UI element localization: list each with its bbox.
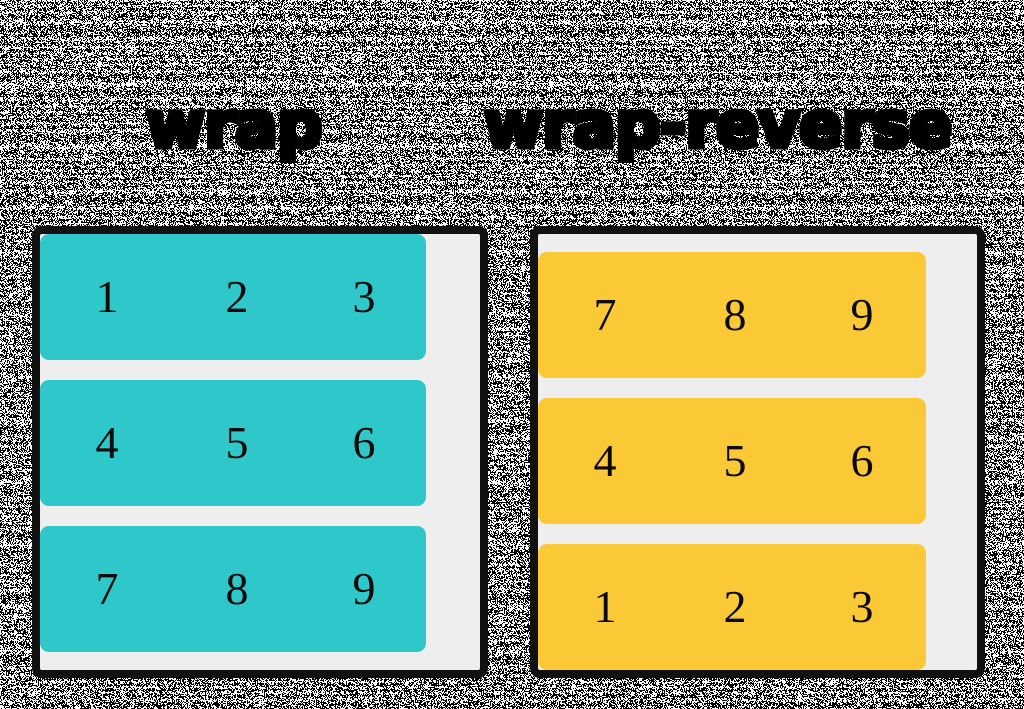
flex-item: 8 [225, 563, 249, 614]
flex-item: 9 [850, 289, 874, 340]
flex-item: 2 [225, 271, 249, 322]
flex-item: 6 [352, 417, 376, 468]
flex-line: 7 8 9 [40, 526, 426, 652]
panel-title-wrap: wrap [144, 89, 326, 163]
flex-item: 1 [95, 271, 119, 322]
panel-title-wrap-reverse: wrap-reverse [481, 89, 954, 163]
flex-item: 2 [723, 581, 747, 632]
flex-item: 8 [723, 289, 747, 340]
flex-item: 5 [225, 417, 249, 468]
flex-item: 7 [593, 289, 617, 340]
flex-line: 7 8 9 [538, 252, 926, 378]
flex-item: 7 [95, 563, 119, 614]
flex-line: 1 2 3 [40, 234, 426, 360]
flex-line: 4 5 6 [40, 380, 426, 506]
flex-container-wrap-reverse: 7 8 9 4 5 6 1 2 3 [530, 226, 985, 678]
flex-item: 1 [593, 581, 617, 632]
flex-line: 4 5 6 [538, 398, 926, 524]
flex-item: 4 [593, 435, 617, 486]
flex-item: 6 [850, 435, 874, 486]
flex-item: 3 [850, 581, 874, 632]
flex-line: 1 2 3 [538, 544, 926, 670]
flex-container-wrap: 1 2 3 4 5 6 7 8 9 [32, 226, 488, 678]
flex-item: 4 [95, 417, 119, 468]
flex-item: 9 [352, 563, 376, 614]
flex-item: 5 [723, 435, 747, 486]
flex-item: 3 [352, 271, 376, 322]
